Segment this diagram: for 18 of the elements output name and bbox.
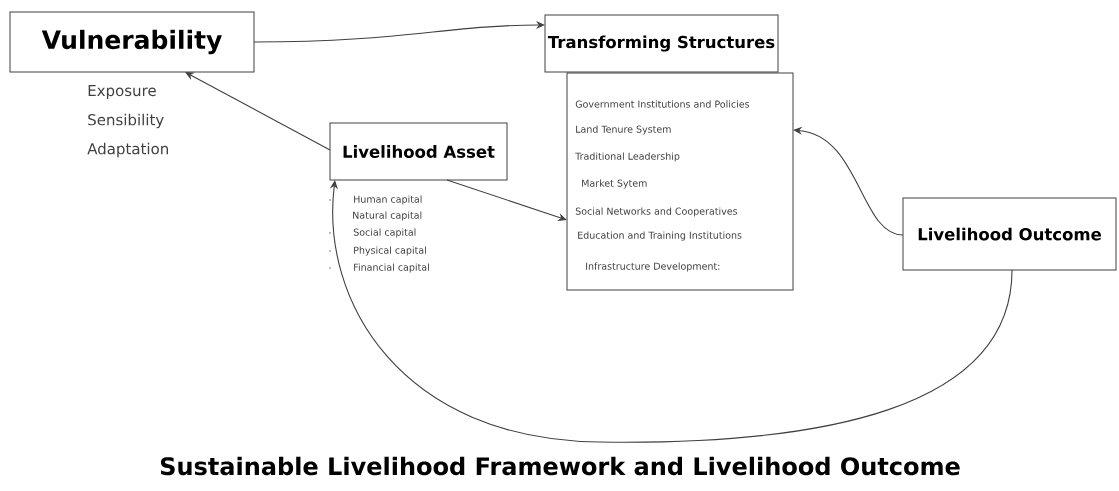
caption-text: Human capital xyxy=(354,195,422,205)
label-box: Vulnerability xyxy=(9,11,255,73)
label-box: Livelihood Asset xyxy=(329,122,508,181)
caption-text: Adaptation xyxy=(87,142,168,158)
arrow xyxy=(185,72,331,151)
caption-text: Physical capital xyxy=(354,246,426,256)
list-box: Government Institutions and Policies Land Tenure System Traditional Leadership Market Sytem Social Networks and Cooperatives Education and Training Institutions Infrastructure Development: xyxy=(566,72,794,291)
label-box: Transforming Structures xyxy=(544,14,779,73)
caption-text: Exposure xyxy=(88,85,156,100)
arrow xyxy=(253,20,545,43)
arrow xyxy=(446,179,567,221)
caption-text: Sensibility xyxy=(88,113,164,129)
caption-text: Social capital xyxy=(353,228,416,238)
caption-text: Natural capital xyxy=(353,211,422,221)
arrow xyxy=(329,180,1013,443)
caption-text: Financial capital xyxy=(354,263,429,273)
title: Sustainable Livelihood Framework and Livelihood Outcome xyxy=(160,456,960,476)
label-box: Livelihood Outcome xyxy=(902,197,1117,271)
